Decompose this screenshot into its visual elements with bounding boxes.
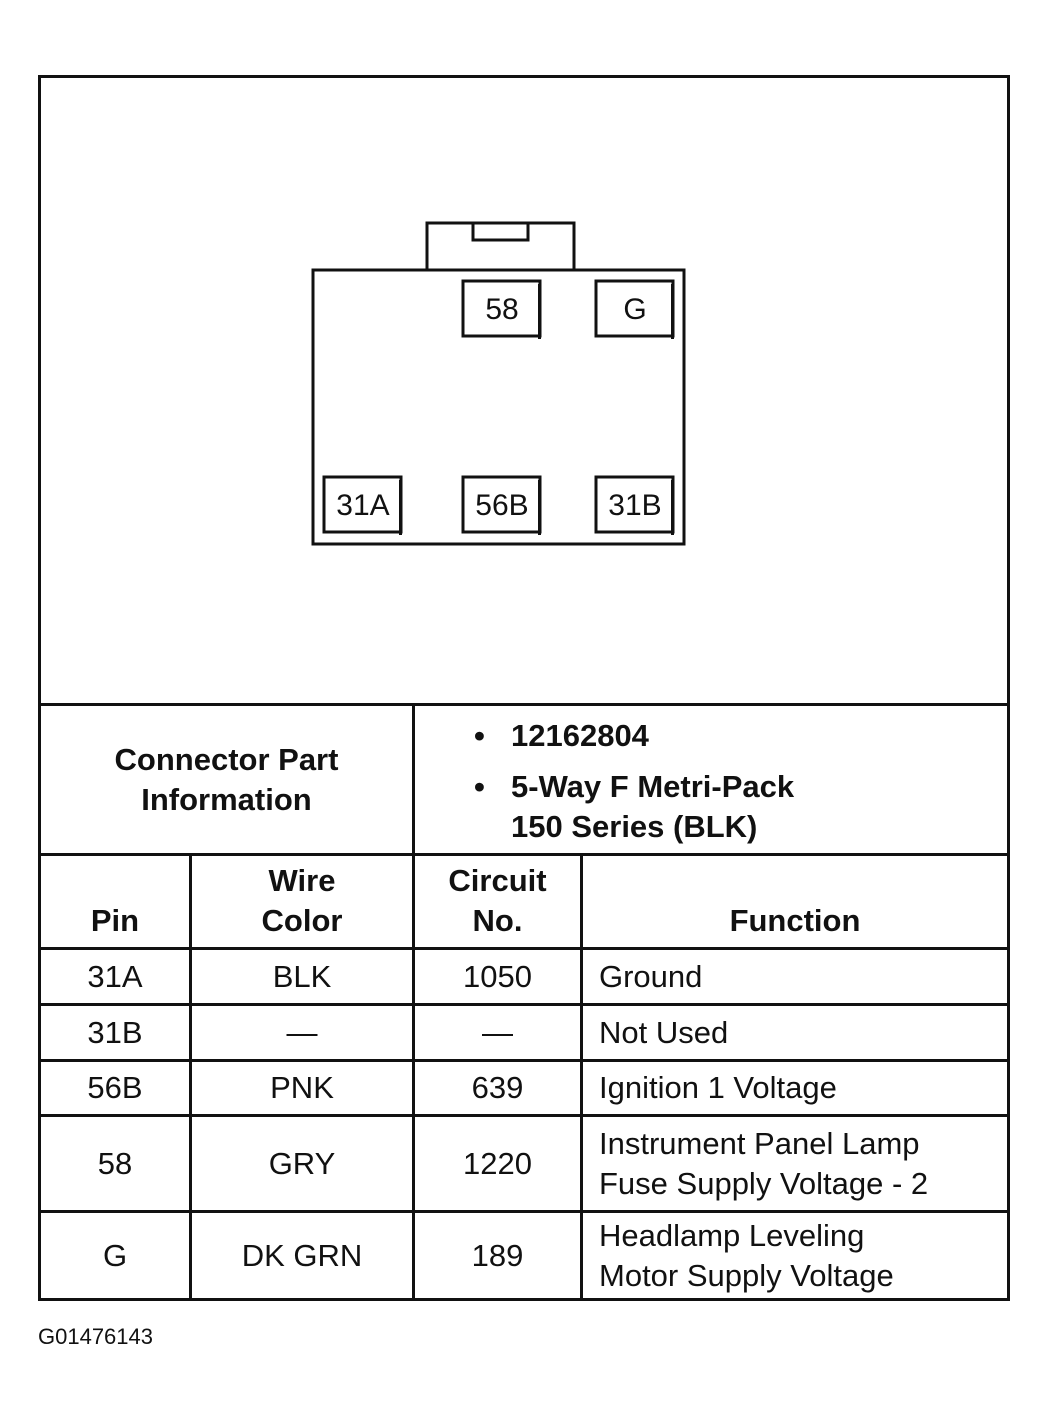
table-cell-wire: PNK <box>270 1070 334 1105</box>
pin-label-58: 58 <box>485 293 518 326</box>
part-description-line2: 150 Series (BLK) <box>511 809 758 844</box>
header-pin: Pin <box>90 903 140 938</box>
connector-latch <box>425 221 576 270</box>
table-cell-circuit: 189 <box>471 1237 524 1273</box>
table-cell-function: Headlamp Leveling Motor Supply Voltage <box>599 1217 894 1293</box>
diagram-frame: 58 G 31A 56B 31B Connector Part Informat… <box>38 75 1010 1301</box>
bullet-icon: • <box>474 769 485 804</box>
bullet-icon: • <box>474 718 485 753</box>
table-cell-function: Instrument Panel Lamp Fuse Supply Voltag… <box>599 1125 929 1201</box>
part-info-label-line2: Information <box>141 781 312 817</box>
header-function: Function <box>729 903 861 938</box>
table-cell-function: Not Used <box>599 1014 729 1050</box>
header-circuit-no: Circuit No. <box>448 863 547 938</box>
pin-label-31b: 31B <box>608 489 661 522</box>
latch-slot <box>471 223 530 242</box>
table-cell-pin: 56B <box>87 1070 143 1105</box>
table-cell-function: Ignition 1 Voltage <box>599 1070 837 1105</box>
header-wire-color: Wire Color <box>261 863 343 938</box>
part-number: 12162804 <box>511 718 649 753</box>
pin-label-g: G <box>623 293 646 326</box>
table-cell-wire: DK GRN <box>241 1237 363 1273</box>
table-cell-pin: 58 <box>97 1145 133 1181</box>
table-cell-function: Ground <box>599 958 703 994</box>
table-cell-pin: 31B <box>87 1014 143 1050</box>
table-cell-circuit: 1220 <box>463 1145 532 1181</box>
table-cell-pin: G <box>102 1237 128 1273</box>
table-cell-circuit: 1050 <box>463 958 532 994</box>
part-info-label: Connector Part Information <box>41 706 412 853</box>
figure-id: G01476143 <box>38 1324 153 1349</box>
table-cell-circuit: — <box>482 1014 513 1050</box>
table-cell-wire: GRY <box>268 1145 336 1181</box>
part-info-label-line1: Connector Part <box>114 741 339 777</box>
pin-label-56b: 56B <box>475 489 528 522</box>
table-cell-wire: — <box>286 1014 318 1050</box>
table-cell-circuit: 639 <box>471 1070 524 1105</box>
table-cell-wire: BLK <box>272 958 332 994</box>
pin-label-31a: 31A <box>336 489 389 522</box>
connector-face-diagram: 58 G 31A 56B 31B <box>311 221 686 546</box>
connector-body <box>311 268 686 546</box>
table-cell-pin: 31A <box>87 958 143 994</box>
part-description-line1: 5-Way F Metri-Pack <box>511 769 795 804</box>
